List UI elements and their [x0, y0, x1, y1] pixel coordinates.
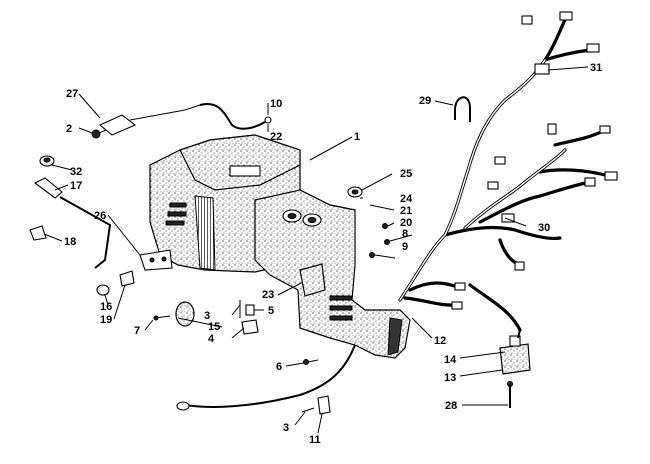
part-ground-cable: [176, 344, 356, 411]
callout-20: 20: [400, 217, 412, 229]
callout-22: 22: [270, 131, 282, 143]
part-grommet-25: [347, 186, 363, 198]
callout-5: 5: [268, 305, 274, 317]
part-clip-18: [29, 225, 47, 241]
callout-11: 11: [309, 434, 321, 446]
callout-30: 30: [538, 222, 550, 234]
callout-13: 13: [444, 372, 456, 384]
part-clip-11: [301, 395, 331, 415]
leader-lines: [43, 66, 589, 434]
callout-31: 31: [590, 62, 602, 74]
part-knob-32: [39, 155, 55, 167]
callout-18: 18: [64, 236, 76, 248]
callout-17: 17: [70, 180, 82, 192]
part-hardware-21-20: [382, 223, 390, 245]
wiring-harness: [398, 11, 618, 332]
callout-4: 4: [208, 333, 215, 345]
callout-1: 1: [354, 131, 360, 143]
part-bracket-26: [139, 249, 173, 271]
part-screw-2: [91, 129, 107, 139]
callout-21: 21: [400, 205, 412, 217]
callout-14: 14: [444, 354, 457, 366]
part-regulator-14-13: [499, 329, 531, 375]
callout-9: 9: [402, 241, 408, 253]
callout-7: 7: [134, 325, 140, 337]
part-plate-23: [299, 263, 326, 297]
part-screw-7: [153, 315, 171, 321]
callout-12: 12: [434, 335, 446, 347]
callout-26: 26: [94, 210, 106, 222]
part-bolt-28: [507, 381, 513, 408]
part-clip-5-4: [239, 300, 259, 335]
part-cable-10: [199, 103, 272, 130]
callout-8: 8: [402, 228, 408, 240]
callout-19: 19: [100, 314, 112, 326]
part-lens-15: [175, 301, 195, 327]
callout-6: 6: [276, 361, 282, 373]
callout-10: 10: [270, 98, 282, 110]
part-choke-17: [33, 177, 112, 269]
part-switch-19: [119, 270, 135, 287]
callout-29: 29: [419, 95, 431, 107]
callout-24: 24: [400, 193, 413, 205]
callout-3-upper: 3: [204, 310, 210, 322]
callout-28: 28: [445, 400, 457, 412]
callout-16: 16: [100, 301, 112, 313]
part-screw-6: [303, 359, 319, 365]
callout-27: 27: [66, 88, 78, 100]
callout-15: 15: [208, 321, 220, 333]
callout-3-lower: 3: [283, 422, 289, 434]
callout-25: 25: [400, 168, 412, 180]
part-clip-29: [454, 96, 471, 122]
callout-23: 23: [262, 289, 274, 301]
part-grommet-16: [96, 284, 110, 296]
callout-2: 2: [66, 123, 72, 135]
callout-labels: 1 2 3 3 4 5 6 7 8 9 10 11 12 13 14 15 16…: [64, 62, 602, 446]
part-bolt-8-9: [369, 252, 396, 259]
part-bracket-27: [98, 104, 201, 136]
console-panel: [149, 134, 411, 359]
callout-32: 32: [70, 166, 82, 178]
